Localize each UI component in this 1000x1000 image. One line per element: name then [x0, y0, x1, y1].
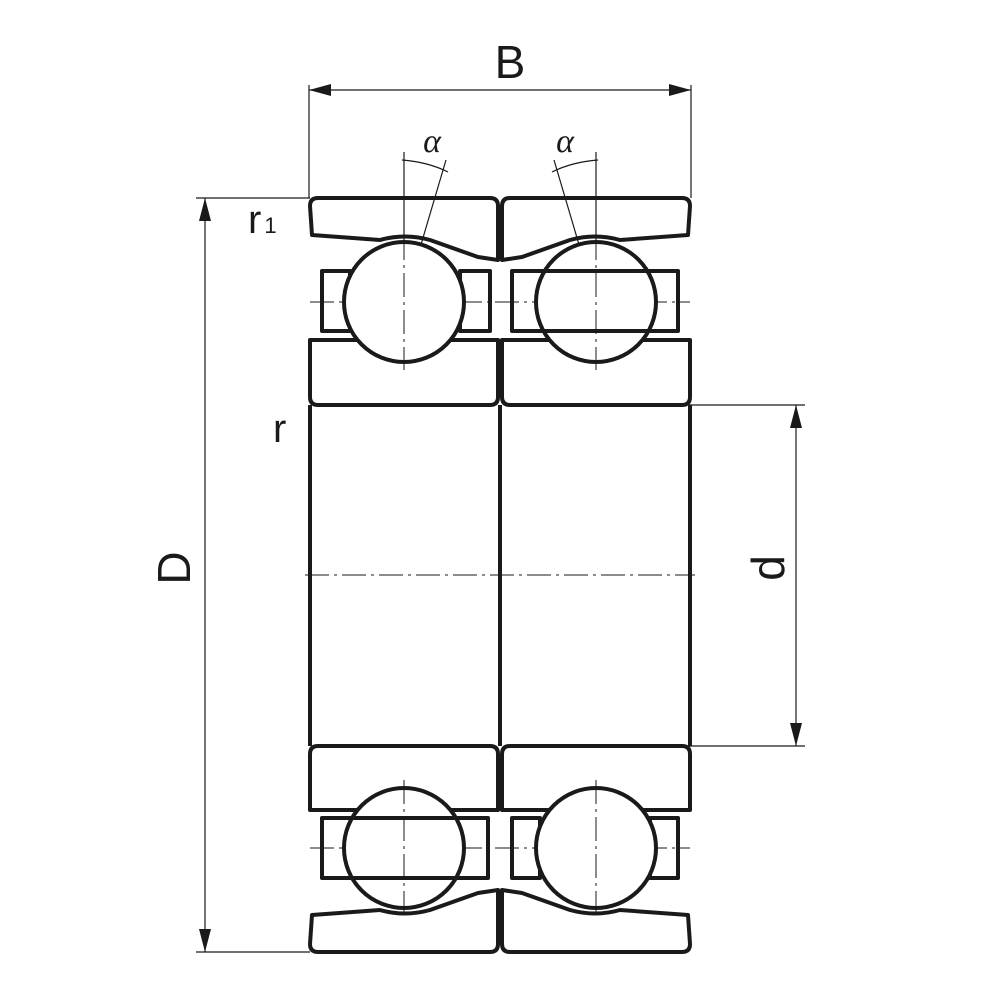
outer-ring-bottom-left [308, 888, 500, 954]
alpha-right-label: α [556, 123, 575, 160]
dimension-b-label: B [495, 36, 526, 88]
dimension-d-outer [196, 197, 310, 953]
dimension-b [308, 84, 692, 198]
outer-ring-top-right [500, 196, 692, 262]
outer-ring-top-left [308, 196, 500, 262]
alpha-left-label: α [423, 123, 442, 160]
dimension-d-bore-label: d [742, 555, 794, 581]
radius-r-label: r [273, 407, 286, 451]
cage-bottom-left [320, 816, 490, 880]
cage-top-right [510, 269, 680, 333]
outer-ring-bottom-right [500, 888, 692, 954]
dimension-d-outer-label: D [148, 551, 200, 584]
dimension-d-bore [688, 404, 805, 747]
